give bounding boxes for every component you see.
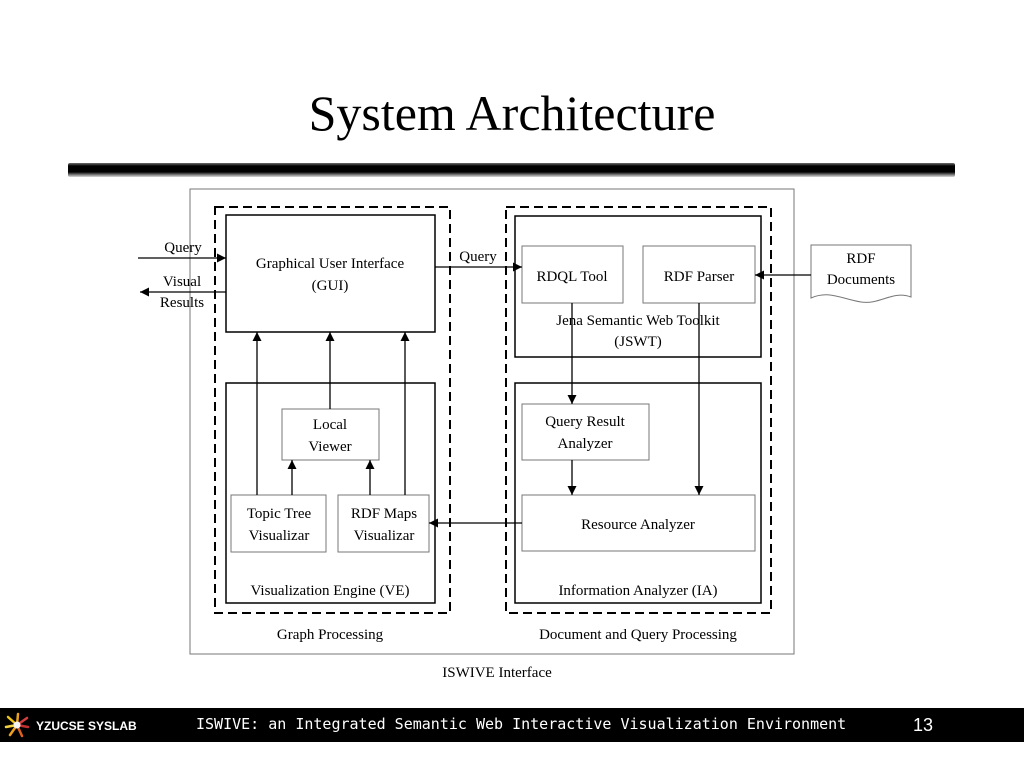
query-result-analyzer-label-line1: Query Result <box>545 414 625 430</box>
footer-bar: YZUCSE SYSLAB ISWIVE: an Integrated Sema… <box>0 708 1024 742</box>
rdf-documents-label-line2: Documents <box>827 272 895 288</box>
topic-tree-visualizar-label-line1: Topic Tree <box>247 506 312 522</box>
gui-to-jswt-query-label: Query <box>459 249 497 265</box>
query-in-label: Query <box>164 240 202 256</box>
graph-processing-region <box>214 206 451 614</box>
document-query-processing-region <box>505 206 772 614</box>
visual-results-label-line1: Visual <box>163 274 201 290</box>
iswive-interface-frame <box>189 188 795 655</box>
gui-label-line2: (GUI) <box>312 278 349 294</box>
gui-box <box>225 214 436 333</box>
gui-label-line1: Graphical User Interface <box>256 256 405 272</box>
syslab-logo-icon <box>4 712 30 738</box>
jswt-label-line2: (JSWT) <box>614 334 662 350</box>
slide-title: System Architecture <box>308 85 716 141</box>
rdf-maps-visualizar-label-line1: RDF Maps <box>351 506 417 522</box>
rdql-tool-label: RDQL Tool <box>536 269 607 285</box>
resource-analyzer-label: Resource Analyzer <box>581 517 695 533</box>
document-query-processing-label: Document and Query Processing <box>539 627 737 643</box>
information-analyzer-label: Information Analyzer (IA) <box>558 583 717 599</box>
title-divider <box>68 163 955 177</box>
rdf-documents-shape <box>810 244 912 303</box>
topic-tree-visualizar-label-line2: Visualizar <box>249 528 310 544</box>
local-viewer-box <box>281 408 380 461</box>
visualization-engine-label: Visualization Engine (VE) <box>250 583 409 599</box>
query-result-analyzer-box <box>521 403 650 461</box>
rdql-tool-box <box>521 245 624 304</box>
topic-tree-visualizar-box <box>230 494 327 553</box>
resource-analyzer-box <box>521 494 756 552</box>
page-number: 13 <box>912 715 934 735</box>
query-result-analyzer-label-line2: Analyzer <box>558 436 613 452</box>
local-viewer-label-line2: Viewer <box>308 439 351 455</box>
local-viewer-label-line1: Local <box>313 417 347 433</box>
jswt-label-line1: Jena Semantic Web Toolkit <box>556 313 720 329</box>
rdf-parser-label: RDF Parser <box>664 269 734 285</box>
visual-results-label-line2: Results <box>160 295 204 311</box>
graph-processing-label: Graph Processing <box>277 627 384 643</box>
architecture-diagram: ISWIVE Interface Graph Processing Docume… <box>138 188 912 681</box>
rdf-maps-visualizar-label-line2: Visualizar <box>354 528 415 544</box>
footer-title: ISWIVE: an Integrated Semantic Web Inter… <box>196 715 847 733</box>
rdf-parser-box <box>642 245 756 304</box>
rdf-documents-label-line1: RDF <box>846 251 875 267</box>
iswive-interface-label: ISWIVE Interface <box>442 665 552 681</box>
footer-organization: YZUCSE SYSLAB <box>36 719 137 733</box>
